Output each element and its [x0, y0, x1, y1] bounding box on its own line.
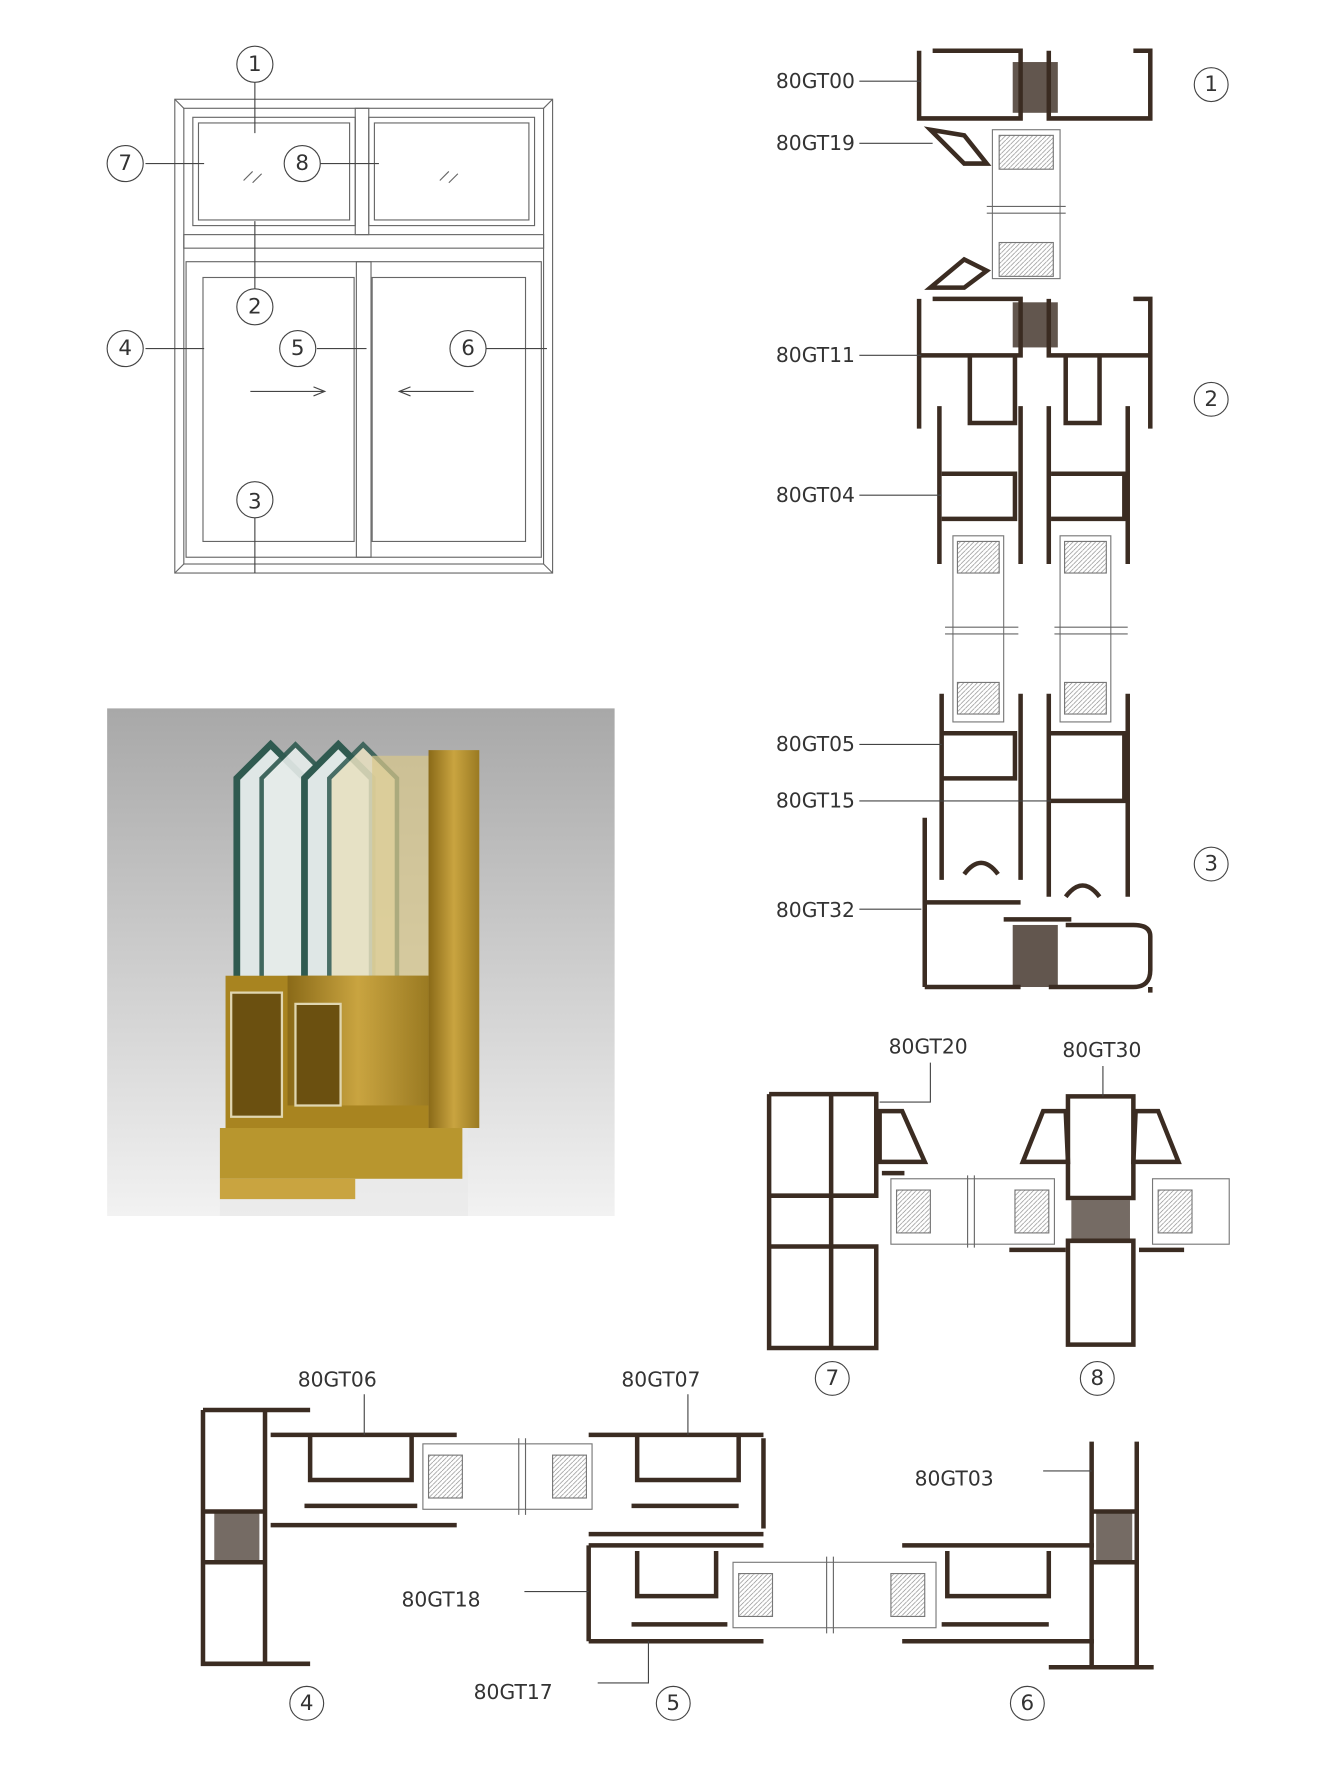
label-80gt32: 80GT32 — [776, 898, 855, 922]
callout-2: 2 — [236, 288, 274, 326]
svg-text:4: 4 — [118, 336, 132, 361]
horizontal-section-labels: 80GT06 80GT07 80GT03 80GT18 80GT17 4 5 6 — [289, 1367, 1092, 1721]
label-80gt30: 80GT30 — [1062, 1038, 1141, 1062]
label-80gt03: 80GT03 — [915, 1467, 994, 1491]
callout-1: 1 — [236, 45, 274, 83]
svg-text:2: 2 — [248, 294, 262, 319]
callout-section-6: 6 — [1009, 1685, 1045, 1721]
vertical-section — [916, 48, 1153, 993]
svg-text:4: 4 — [300, 1691, 314, 1716]
label-80gt06: 80GT06 — [298, 1367, 377, 1391]
label-80gt19: 80GT19 — [776, 131, 855, 155]
callout-section-8: 8 — [1079, 1360, 1115, 1396]
callout-4: 4 — [106, 329, 144, 368]
callout-5: 5 — [279, 329, 317, 368]
callout-section-7: 7 — [814, 1360, 850, 1396]
label-80gt18: 80GT18 — [401, 1587, 480, 1611]
svg-text:8: 8 — [295, 151, 309, 176]
profile-3d-render — [107, 708, 615, 1216]
label-80gt11: 80GT11 — [776, 343, 855, 367]
svg-text:5: 5 — [666, 1691, 680, 1716]
fixed-light-section — [766, 1091, 1230, 1351]
horizontal-section — [200, 1407, 1154, 1670]
callout-7: 7 — [106, 144, 144, 183]
label-80gt04: 80GT04 — [776, 483, 855, 507]
callout-6: 6 — [449, 329, 487, 368]
svg-text:3: 3 — [248, 489, 262, 514]
svg-text:6: 6 — [461, 336, 475, 361]
label-80gt07: 80GT07 — [621, 1367, 700, 1391]
svg-text:8: 8 — [1090, 1366, 1104, 1391]
label-80gt15: 80GT15 — [776, 789, 855, 813]
callout-section-2: 2 — [1193, 381, 1229, 417]
callout-section-3: 3 — [1193, 846, 1229, 882]
callout-3: 3 — [236, 481, 274, 519]
callout-section-5: 5 — [655, 1685, 691, 1721]
callout-section-4: 4 — [289, 1685, 325, 1721]
svg-text:3: 3 — [1204, 852, 1218, 877]
svg-text:7: 7 — [118, 151, 132, 176]
svg-text:1: 1 — [248, 52, 262, 77]
svg-text:1: 1 — [1204, 72, 1218, 97]
vertical-section-labels: 80GT00 80GT19 80GT11 80GT04 80GT05 80GT1… — [776, 67, 1229, 922]
callout-8: 8 — [283, 144, 321, 183]
svg-text:2: 2 — [1204, 387, 1218, 412]
label-80gt17: 80GT17 — [474, 1680, 553, 1704]
window-elevation — [145, 81, 554, 574]
svg-text:5: 5 — [291, 336, 305, 361]
label-80gt00: 80GT00 — [776, 69, 855, 93]
elevation-callouts: 1 2 3 4 5 6 7 8 — [106, 45, 487, 519]
callout-section-1: 1 — [1193, 67, 1229, 103]
label-80gt05: 80GT05 — [776, 732, 855, 756]
transom-labels: 80GT20 80GT30 7 8 — [814, 1035, 1141, 1396]
svg-text:6: 6 — [1021, 1691, 1035, 1716]
label-80gt20: 80GT20 — [889, 1035, 968, 1059]
svg-text:7: 7 — [825, 1366, 839, 1391]
